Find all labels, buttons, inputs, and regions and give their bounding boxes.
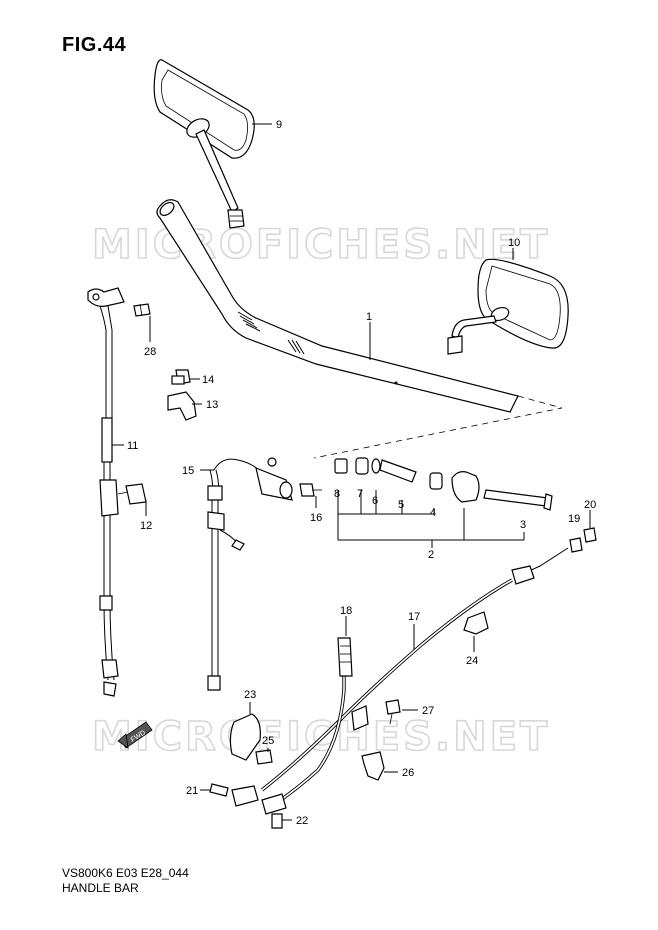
weight-part — [451, 471, 480, 503]
switch-harness-part — [207, 457, 293, 691]
callout-1: 1 — [366, 311, 372, 323]
callout-6: 6 — [372, 495, 378, 507]
figure-title: FIG.44 — [62, 34, 127, 56]
bushing-4-part — [429, 472, 443, 490]
clamp-13-part — [167, 391, 197, 421]
callout-22: 22 — [296, 815, 308, 827]
callout-16: 16 — [310, 512, 322, 524]
bolt-27-part — [385, 699, 401, 725]
handlebar-part — [156, 199, 519, 413]
grip-end-part — [334, 458, 348, 474]
throttle-cable-part — [231, 547, 569, 815]
callout-2: 2 — [428, 549, 434, 561]
mirror-right-part — [447, 258, 569, 355]
clutch-cable-part — [87, 287, 151, 697]
callout-13: 13 — [206, 399, 218, 411]
callout-24: 24 — [466, 655, 478, 667]
callout-3: 3 — [520, 519, 526, 531]
clip-22-part — [271, 813, 283, 829]
watermark-bottom: MICROFICHES.NET — [92, 714, 550, 760]
nut-20-part — [583, 527, 597, 543]
bolt-14-part — [171, 369, 191, 385]
callout-14: 14 — [202, 374, 214, 386]
washer-6-part — [371, 458, 381, 474]
callout-19: 19 — [568, 513, 580, 525]
callout-5: 5 — [398, 499, 404, 511]
callout-11: 11 — [127, 440, 138, 452]
callout-20: 20 — [584, 499, 596, 511]
callout-28: 28 — [144, 346, 156, 358]
screw-16-part — [299, 483, 322, 497]
pin-21-part — [209, 783, 229, 797]
bolt-3-part — [483, 489, 553, 511]
rod-5-part — [379, 459, 417, 483]
parts-bracket — [337, 490, 525, 548]
callout-21: 21 — [186, 785, 198, 797]
callout-4: 4 — [430, 507, 436, 519]
adjuster-19-part — [569, 537, 583, 553]
figure-name: HANDLE BAR — [62, 881, 139, 895]
bracket-plate-part — [351, 705, 369, 731]
callout-25: 25 — [262, 735, 274, 747]
bushing-7-part — [355, 457, 369, 475]
figure-code: VS800K6 E03 E28_044 — [62, 866, 189, 880]
cover-23-part — [229, 713, 261, 761]
bolt-12-part — [117, 483, 147, 505]
screw-25-part — [255, 749, 273, 765]
callout-7: 7 — [357, 488, 363, 500]
clip-24-part — [463, 611, 489, 635]
callout-23: 23 — [244, 689, 256, 701]
explosion-dashes — [313, 395, 563, 459]
bracket-26-part — [361, 751, 385, 781]
callout-18: 18 — [340, 605, 352, 617]
callout-9: 9 — [276, 119, 282, 131]
callout-27: 27 — [422, 705, 434, 717]
callout-17: 17 — [408, 611, 420, 623]
callout-26: 26 — [402, 767, 414, 779]
mirror-left-part — [153, 59, 255, 229]
watermark-top: MICROFICHES.NET — [92, 222, 550, 268]
callout-15: 15 — [182, 465, 194, 477]
callout-8: 8 — [334, 488, 340, 500]
callout-10: 10 — [508, 237, 520, 249]
callout-12: 12 — [140, 520, 152, 532]
